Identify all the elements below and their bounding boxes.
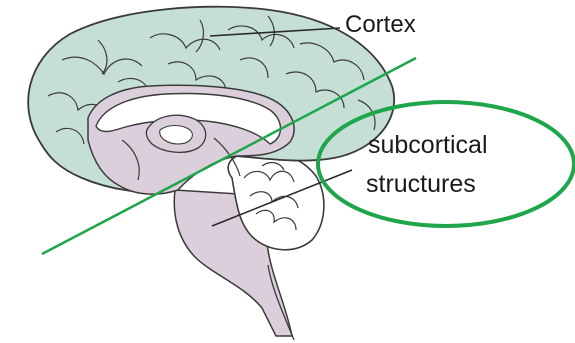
subcortical-highlight-ellipse (318, 102, 574, 226)
subcortical-label-line2: structures (366, 172, 476, 197)
subcortical-label-line1: subcortical (368, 133, 488, 158)
cortex-label: Cortex (345, 13, 416, 37)
